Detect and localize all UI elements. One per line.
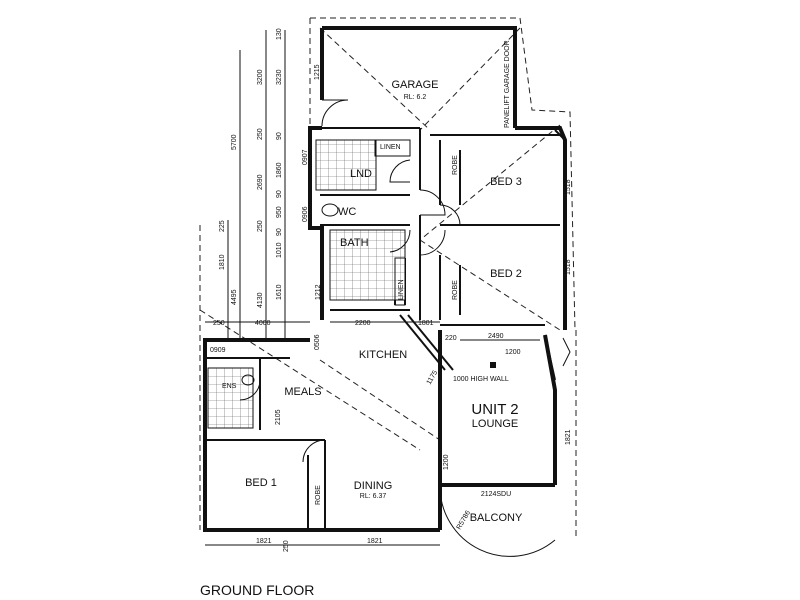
roof-outline	[199, 17, 577, 540]
bed3-label: BED 3	[490, 176, 522, 188]
linen-lower-label: LINEN	[398, 279, 405, 300]
dim-label: 3200	[257, 69, 264, 85]
garage-label: GARAGE	[391, 79, 438, 91]
dim-label: 1801	[418, 320, 434, 327]
room-labels: GARAGE RL: 6.2 PANELIFT GARAGE DOOR LINE…	[222, 40, 523, 531]
dim-label: 2200	[355, 320, 371, 327]
garage-entry-door-icon	[321, 99, 349, 127]
dim-label: 130	[276, 28, 283, 40]
dim-label: 220	[445, 335, 457, 342]
wet-areas	[207, 139, 406, 429]
robe-bed3-label: ROBE	[452, 155, 459, 175]
robe-bed2-label: ROBE	[452, 280, 459, 300]
dim-label: 5700	[231, 134, 238, 150]
linen-cupboard-lower-icon	[394, 257, 406, 306]
bed3-door-icon	[419, 189, 446, 216]
dim-label: 225	[219, 220, 226, 232]
laundry-door-icon	[389, 159, 411, 183]
dim-label: 250	[213, 320, 225, 327]
balcony-curve-icon	[439, 484, 556, 557]
dim-label: 1821	[367, 538, 383, 545]
bath-floor	[329, 229, 406, 301]
dim-label: 0906	[302, 206, 309, 222]
dim-label: 1010	[276, 242, 283, 258]
robe-bed1-label: ROBE	[315, 485, 322, 505]
level-arrow-icon	[562, 337, 571, 367]
dim-label: 1518	[565, 179, 572, 195]
dim-label: 1175	[426, 369, 440, 386]
unit-name-label: UNIT 2	[471, 401, 518, 418]
bath-label: BATH	[340, 237, 369, 249]
dim-label: 0506	[314, 334, 321, 350]
dim-label: 1215	[314, 64, 321, 80]
dining-rl-label: RL: 6.37	[360, 493, 387, 500]
dim-label: 1810	[219, 254, 226, 270]
laundry-label: LND	[350, 168, 372, 180]
dim-label: 250	[257, 128, 264, 140]
dining-label: DINING	[354, 480, 393, 492]
dim-label: 0907	[302, 149, 309, 165]
dim-label: 90	[276, 190, 283, 198]
lounge-label: LOUNGE	[472, 418, 518, 430]
dim-label: 1821	[565, 429, 572, 445]
garage-door-label: PANELIFT GARAGE DOOR	[504, 40, 511, 128]
dim-label: 3230	[276, 69, 283, 85]
garage-rl-label: RL: 6.2	[404, 94, 427, 101]
laundry-floor	[315, 139, 377, 191]
bath-door-icon	[389, 229, 411, 253]
bed2-door-icon	[419, 229, 446, 256]
dim-label: 2490	[488, 333, 504, 340]
dim-label: 90	[276, 132, 283, 140]
dim-label: 1518	[565, 259, 572, 275]
kitchen-label: KITCHEN	[359, 349, 407, 361]
dimension-lines	[205, 30, 540, 546]
dim-label: 0909	[210, 347, 226, 354]
bed1-label: BED 1	[245, 477, 277, 489]
wc-label: WC	[338, 206, 356, 218]
linen-cupboard-icon	[374, 139, 411, 157]
dim-label: 1860	[276, 162, 283, 178]
dim-label: 4130	[257, 292, 264, 308]
plan-title: GROUND FLOOR	[200, 582, 314, 598]
dim-label: 250	[283, 540, 290, 552]
dim-label: 950	[276, 206, 283, 218]
dim-label: 1821	[256, 538, 272, 545]
toilet-icon	[321, 203, 339, 217]
dim-label: 250	[257, 220, 264, 232]
bed3-robe-door-icon	[439, 204, 461, 226]
dim-label: 4000	[255, 320, 271, 327]
bed2-label: BED 2	[490, 268, 522, 280]
dim-label: 2105	[275, 409, 282, 425]
ensuite-door-icon	[239, 379, 261, 401]
wall-note-label: 1000 HIGH WALL	[453, 376, 509, 383]
dim-label: 1212	[315, 284, 322, 300]
sdu-label: 2124SDU	[481, 491, 511, 498]
dim-label: 90	[276, 228, 283, 236]
ensuite-toilet-icon	[241, 374, 255, 386]
meals-label: MEALS	[284, 386, 321, 398]
doors	[239, 99, 556, 557]
bed1-door-icon	[302, 439, 326, 463]
ensuite-label: ENS	[222, 383, 237, 390]
fixtures	[241, 139, 496, 386]
post-marker-icon	[490, 362, 496, 368]
dim-label: 2690	[257, 174, 264, 190]
dim-label: 4495	[231, 289, 238, 305]
ensuite-floor	[207, 367, 254, 429]
dim-label: 1200	[443, 454, 450, 470]
balcony-label: BALCONY	[470, 512, 523, 524]
dim-label: 1610	[276, 284, 283, 300]
linen-upper-label: LINEN	[380, 144, 401, 151]
dim-label: 1200	[505, 349, 521, 356]
